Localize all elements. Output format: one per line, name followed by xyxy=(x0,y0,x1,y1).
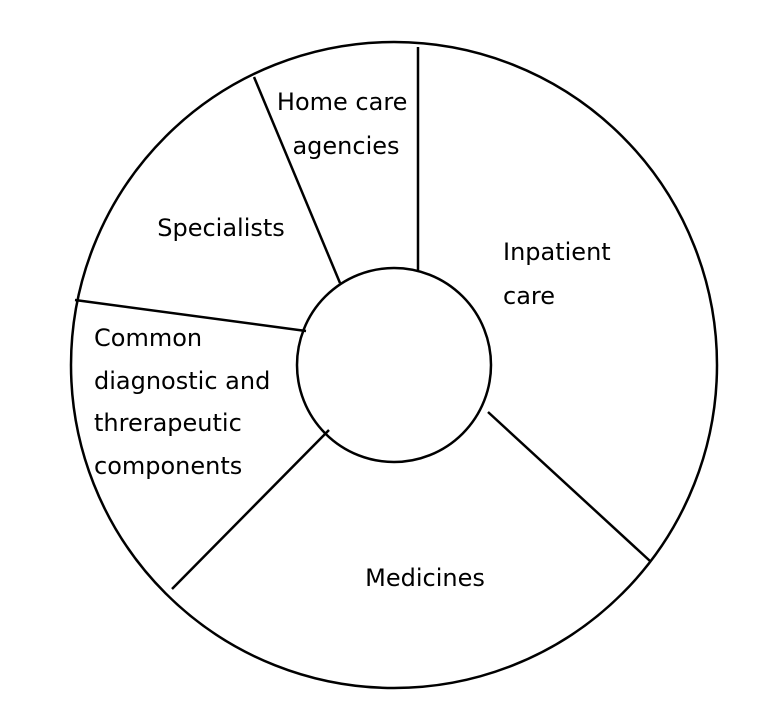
divider-medicines-common xyxy=(171,429,330,590)
segment-label-home-care-agencies: Home care agencies xyxy=(277,88,415,160)
divider-common-specialists xyxy=(74,298,307,333)
segment-label-medicines: Medicines xyxy=(365,564,485,592)
common-line-3: threrapeutic xyxy=(94,409,242,437)
common-line-4: components xyxy=(94,452,242,480)
inner-ring xyxy=(295,266,493,464)
segment-label-inpatient-care: Inpatient care xyxy=(503,238,618,310)
inpatient-line-1: Inpatient xyxy=(503,238,611,266)
home-care-line-1: Home care xyxy=(277,88,408,116)
common-line-1: Common xyxy=(94,324,202,352)
common-line-2: diagnostic and xyxy=(94,367,270,395)
segment-label-specialists: Specialists xyxy=(157,214,285,242)
home-care-line-2: agencies xyxy=(292,132,399,160)
divider-inpatient-medicines xyxy=(487,411,651,562)
divider-specialists-home-care xyxy=(252,76,342,284)
outer-ring xyxy=(69,40,719,690)
segment-label-common-diagnostic: Common diagnostic and threrapeutic compo… xyxy=(94,324,278,480)
specialists-line-1: Specialists xyxy=(157,214,285,242)
medicines-line-1: Medicines xyxy=(365,564,485,592)
inpatient-line-2: care xyxy=(503,282,555,310)
